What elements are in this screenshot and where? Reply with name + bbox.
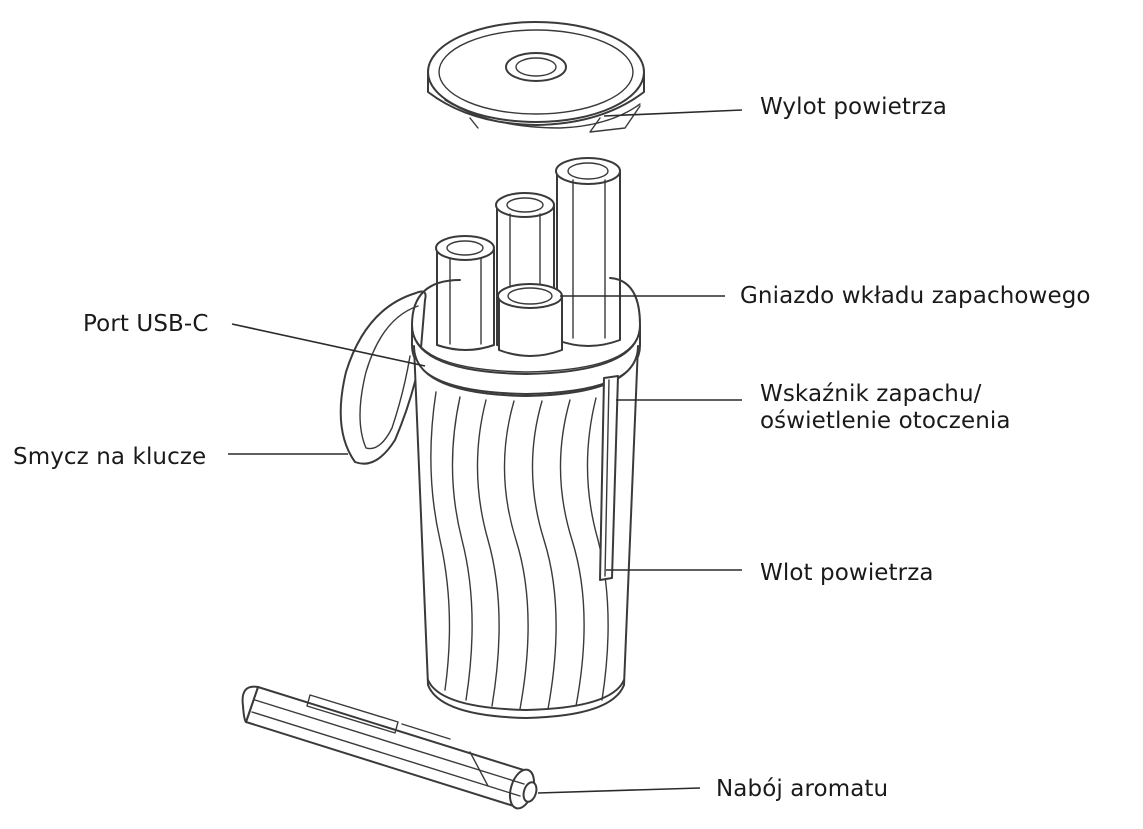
leader-aroma-cartridge	[537, 787, 701, 794]
label-scent-indicator-line1: Wskaźnik zapachu/	[760, 381, 982, 407]
lid	[427, 21, 645, 133]
cartridge-short	[435, 235, 495, 351]
lanyard	[339, 290, 427, 465]
label-cartridge-socket: Gniazdo wkładu zapachowego	[740, 283, 1091, 309]
leader-air-outlet	[603, 109, 743, 117]
label-scent-indicator: Wskaźnik zapachu/ oświetlenie otoczenia	[760, 381, 1011, 435]
body	[411, 277, 641, 719]
label-usb-port: Port USB-C	[83, 311, 209, 337]
cartridge-loose	[241, 685, 538, 810]
label-scent-indicator-line2: oświetlenie otoczenia	[760, 408, 1011, 434]
label-aroma-cartridge: Nabój aromatu	[716, 776, 889, 802]
cartridge-tall	[555, 157, 621, 347]
cartridge-socket	[497, 283, 563, 357]
leader-usb-port	[231, 323, 426, 367]
label-air-outlet: Wylot powietrza	[760, 94, 947, 120]
label-air-inlet: Wlot powietrza	[760, 560, 934, 586]
label-key-lanyard: Smycz na klucze	[13, 444, 207, 470]
